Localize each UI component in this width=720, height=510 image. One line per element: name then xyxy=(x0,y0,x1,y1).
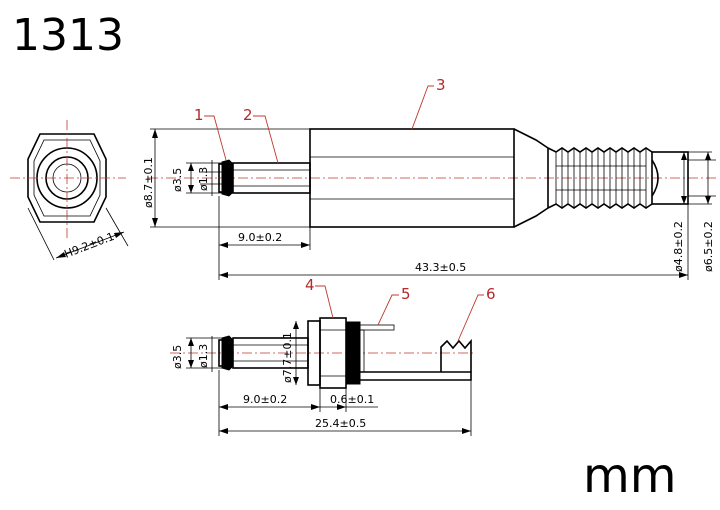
callout-1: 1 xyxy=(194,106,204,124)
hex-outline xyxy=(27,133,107,223)
dim-open-dia-1-3: ø1.3 xyxy=(197,344,210,368)
part-number: 1313 xyxy=(12,10,124,61)
arrowhead-icon xyxy=(56,252,66,258)
dim-dia-3-5: ø3.5 xyxy=(171,168,184,192)
callout-5: 5 xyxy=(401,285,411,303)
dim-open-total-length: 25.4±0.5 xyxy=(315,417,366,430)
dim-cable-4-8: ø4.8±0.2 xyxy=(672,221,685,272)
dim-tip-length: 9.0±0.2 xyxy=(238,231,282,244)
dim-open-dia-7-7: ø7.7±0.1 xyxy=(281,332,294,383)
open-frame-view xyxy=(170,317,475,389)
dim-cable-6-5: ø6.5±0.2 xyxy=(702,221,715,272)
dim-hex: H9.2±0.1 xyxy=(62,230,116,261)
plug-dimensions: ø8.7±0.1 ø3.5 ø1.3 9.0±0.2 43.3±0.5 xyxy=(142,128,716,280)
dim-total-length: 43.3±0.5 xyxy=(415,261,466,274)
open-frame-dimensions: ø3.5 ø1.3 ø7.7±0.1 9.0±0.2 0.6±0.1 25.4±… xyxy=(171,321,472,436)
callout-2: 2 xyxy=(243,106,253,124)
dim-outer-dia: ø8.7±0.1 xyxy=(142,157,155,208)
callouts-bottom: 4 5 6 xyxy=(305,276,496,342)
callout-6: 6 xyxy=(486,285,496,303)
dim-open-dia-3-5: ø3.5 xyxy=(171,345,184,369)
dim-open-tip-length: 9.0±0.2 xyxy=(243,393,287,406)
callout-3: 3 xyxy=(436,76,446,94)
plug-side-view xyxy=(148,128,716,228)
dim-dia-1-3: ø1.3 xyxy=(197,167,210,191)
dim-open-flange: 0.6±0.1 xyxy=(330,393,374,406)
end-view: H9.2±0.1 xyxy=(10,120,129,261)
handle-body xyxy=(309,128,515,228)
units-label: mm xyxy=(583,448,677,504)
callouts-top: 1 2 3 xyxy=(194,76,446,164)
callout-4: 4 xyxy=(305,276,315,294)
